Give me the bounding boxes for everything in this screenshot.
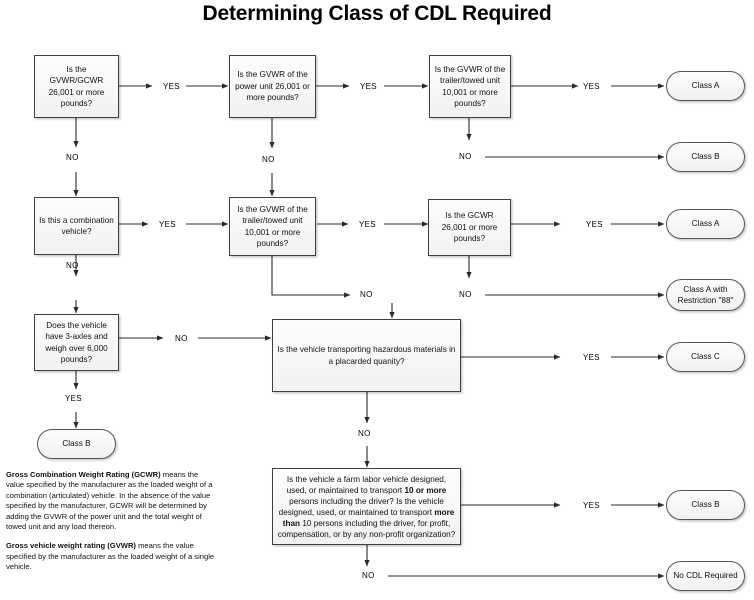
terminal-class-b-2[interactable]: Class B bbox=[37, 429, 116, 459]
edge-label-no-1: NO bbox=[66, 153, 79, 162]
farm-labor-bold-2: more than bbox=[282, 507, 455, 528]
terminal-class-b-1[interactable]: Class B bbox=[666, 142, 745, 172]
farm-labor-part-2: persons including the driver? Is the veh… bbox=[278, 496, 444, 517]
edge-label-no-2: NO bbox=[262, 155, 275, 164]
legend-gcwr: Gross Combination Weight Rating (GCWR) m… bbox=[6, 470, 218, 532]
terminal-class-b-2-label: Class B bbox=[62, 439, 91, 449]
decision-combination-vehicle[interactable]: Is this a combination vehicle? bbox=[34, 197, 119, 255]
decision-trailer-10001-mid-label: Is the GVWR of the trailer/towed unit 10… bbox=[237, 204, 308, 249]
edge-label-yes-5: YES bbox=[359, 220, 376, 229]
farm-labor-part-3: 10 persons including the driver, for pro… bbox=[277, 518, 456, 539]
edge-label-no-8: NO bbox=[358, 429, 371, 438]
edge-label-no-6: NO bbox=[360, 290, 373, 299]
terminal-class-a-restriction-88[interactable]: Class A with Restriction "88" bbox=[666, 279, 745, 311]
legend-gvwr-text: means the value specified by the manufac… bbox=[6, 541, 215, 572]
page-title: Determining Class of CDL Required bbox=[202, 2, 552, 25]
edge-label-yes-9: YES bbox=[583, 501, 600, 510]
farm-labor-part-1: Is the vehicle a farm labor vehicle desi… bbox=[286, 474, 447, 495]
terminal-class-b-1-label: Class B bbox=[691, 152, 720, 162]
decision-three-axles-6000-label: Does the vehicle have 3-axles and weigh … bbox=[45, 320, 108, 365]
edge-label-no-4: NO bbox=[66, 261, 79, 270]
terminal-class-a-2-label: Class A bbox=[691, 219, 720, 229]
decision-hazmat-placarded-label: Is the vehicle transporting hazardous ma… bbox=[277, 345, 456, 366]
legend-gvwr-term: Gross vehicle weight rating (GVWR) bbox=[6, 541, 136, 551]
decision-trailer-10001-top[interactable]: Is the GVWR of the trailer/towed unit 10… bbox=[429, 55, 511, 118]
decision-power-unit-26001-label: Is the GVWR of the power unit 26,001 or … bbox=[235, 70, 310, 103]
edge-label-yes-8: YES bbox=[583, 353, 600, 362]
edge-label-yes-1: YES bbox=[163, 82, 180, 91]
edge-label-no-3: NO bbox=[459, 152, 472, 161]
decision-power-unit-26001[interactable]: Is the GVWR of the power unit 26,001 or … bbox=[229, 55, 316, 118]
edge-label-yes-7: YES bbox=[65, 394, 82, 403]
decision-gvwr-gcwr-26001[interactable]: Is the GVWR/GCWR 26,001 or more pounds? bbox=[34, 55, 119, 118]
terminal-no-cdl-required[interactable]: No CDL Required bbox=[666, 561, 745, 591]
edge-label-yes-3: YES bbox=[583, 82, 600, 91]
decision-combination-vehicle-label: Is this a combination vehicle? bbox=[39, 215, 114, 237]
edge-label-no-7: NO bbox=[175, 334, 188, 343]
terminal-class-a-restriction-88-label: Class A with Restriction "88" bbox=[677, 284, 734, 306]
terminal-class-a-2[interactable]: Class A bbox=[666, 209, 745, 239]
edge-label-yes-6: YES bbox=[586, 220, 603, 229]
farm-labor-bold-1: 10 or more bbox=[404, 485, 447, 495]
decision-trailer-10001-top-label: Is the GVWR of the trailer/towed unit 10… bbox=[434, 64, 506, 109]
terminal-class-b-3-label: Class B bbox=[691, 500, 720, 510]
edge-label-no-9: NO bbox=[362, 571, 375, 580]
decision-gcwr-26001-label: Is the GCWR 26,001 or more pounds? bbox=[441, 211, 498, 244]
decision-farm-labor-vehicle-label: Is the vehicle a farm labor vehicle desi… bbox=[277, 474, 456, 540]
edge-label-no-5: NO bbox=[459, 290, 472, 299]
terminal-no-cdl-required-label: No CDL Required bbox=[673, 571, 738, 581]
terminal-class-c[interactable]: Class C bbox=[666, 342, 745, 372]
decision-three-axles-6000[interactable]: Does the vehicle have 3-axles and weigh … bbox=[34, 314, 119, 371]
decision-gcwr-26001[interactable]: Is the GCWR 26,001 or more pounds? bbox=[428, 199, 511, 256]
decision-trailer-10001-mid[interactable]: Is the GVWR of the trailer/towed unit 10… bbox=[229, 197, 316, 256]
terminal-class-a-1[interactable]: Class A bbox=[666, 71, 745, 101]
legend-gcwr-term: Gross Combination Weight Rating (GCWR) bbox=[6, 470, 161, 479]
decision-farm-labor-vehicle[interactable]: Is the vehicle a farm labor vehicle desi… bbox=[272, 468, 461, 545]
legend-gvwr: Gross vehicle weight rating (GVWR) means… bbox=[6, 541, 218, 572]
terminal-class-c-label: Class C bbox=[691, 352, 720, 362]
legend-gcwr-text: means the value specified by the manufac… bbox=[6, 470, 213, 532]
terminal-class-a-1-label: Class A bbox=[691, 81, 720, 91]
edge-label-yes-2: YES bbox=[360, 82, 377, 91]
edge-label-yes-4: YES bbox=[159, 220, 176, 229]
decision-hazmat-placarded[interactable]: Is the vehicle transporting hazardous ma… bbox=[272, 319, 461, 392]
decision-gvwr-gcwr-26001-label: Is the GVWR/GCWR 26,001 or more pounds? bbox=[48, 64, 105, 109]
terminal-class-b-3[interactable]: Class B bbox=[666, 490, 745, 520]
legend-definitions: Gross Combination Weight Rating (GCWR) m… bbox=[6, 470, 218, 582]
